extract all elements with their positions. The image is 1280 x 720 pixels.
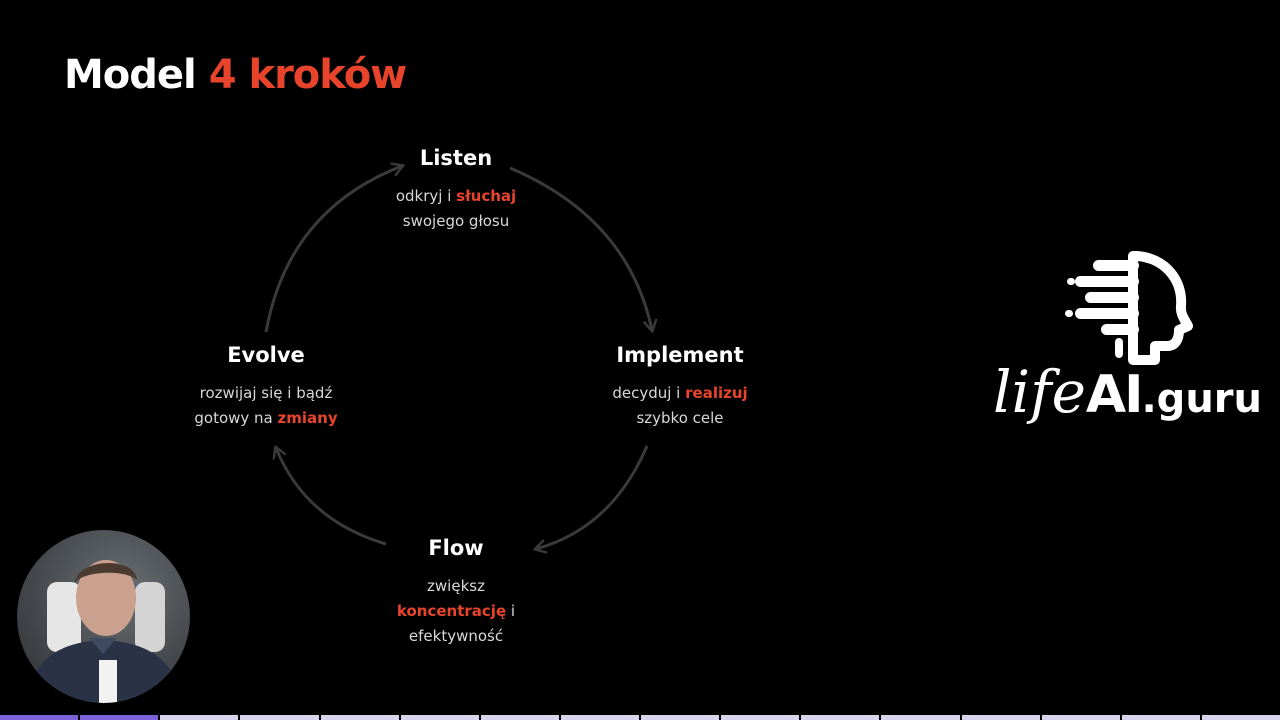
node-implement: Implement decyduj i realizuj szybko cele	[560, 343, 800, 431]
desc-text: swojego głosu	[402, 212, 510, 230]
node-flow-title: Flow	[428, 536, 484, 560]
progress-segment	[240, 715, 319, 720]
progress-segment	[961, 715, 1040, 720]
node-listen-desc: odkryj i słuchaj swojego głosu	[336, 184, 576, 234]
slide-title: Model 4 kroków	[64, 52, 408, 98]
lifeai-logo: lifeAI.guru	[985, 250, 1262, 475]
node-implement-desc: decyduj i realizuj szybko cele	[560, 381, 800, 431]
progress-segment	[400, 715, 479, 720]
progress-segment	[80, 715, 159, 720]
progress-segment	[160, 715, 239, 720]
desc-highlight: zmiany	[277, 409, 338, 427]
progress-segment	[1121, 715, 1200, 720]
node-evolve: Evolve rozwijaj się i bądź gotowy na zmi…	[146, 343, 386, 431]
desc-highlight: realizuj	[685, 384, 748, 402]
progress-segment	[480, 715, 559, 720]
progress-segment	[1201, 715, 1280, 720]
progress-segment	[1041, 715, 1120, 720]
logo-wordmark: lifeAI.guru	[993, 358, 1262, 426]
node-implement-title: Implement	[616, 343, 744, 367]
arrow-implement-to-flow	[533, 445, 649, 554]
desc-text: gotowy na	[194, 409, 278, 427]
node-listen-title: Listen	[419, 146, 493, 170]
arrow-flow-to-evolve	[272, 445, 387, 546]
progress-segment	[801, 715, 880, 720]
desc-text: zwiększ	[427, 577, 485, 595]
presenter-webcam	[17, 530, 190, 703]
desc-highlight: koncentrację	[396, 602, 507, 620]
node-evolve-title: Evolve	[227, 343, 305, 367]
node-listen: Listen odkryj i słuchaj swojego głosu	[336, 146, 576, 234]
presenter-video	[27, 560, 181, 703]
node-evolve-desc: rozwijaj się i bądź gotowy na zmiany	[146, 381, 386, 431]
progress-segment	[0, 715, 79, 720]
logo-ai: AI	[1085, 365, 1144, 425]
logo-guru: .guru	[1141, 376, 1262, 422]
node-flow: Flow zwiększ koncentrację i efektywność	[336, 536, 576, 649]
arrow-evolve-to-listen	[264, 162, 405, 333]
desc-text: efektywność	[408, 627, 504, 645]
logo-life: life	[993, 358, 1086, 426]
progress-segment	[560, 715, 639, 720]
desc-text: i	[506, 602, 516, 620]
title-prefix: Model	[64, 52, 197, 98]
desc-text: odkryj i	[395, 187, 457, 205]
node-flow-desc: zwiększ koncentrację i efektywność	[336, 574, 576, 649]
desc-highlight: słuchaj	[456, 187, 517, 205]
desc-text: rozwijaj się i bądź	[199, 384, 333, 402]
head-icon	[1065, 251, 1193, 365]
progress-segment	[320, 715, 399, 720]
desc-text: decyduj i	[612, 384, 686, 402]
progress-segment	[641, 715, 720, 720]
title-accent: 4 kroków	[208, 52, 408, 98]
desc-text: szybko cele	[636, 409, 724, 427]
progress-segment	[721, 715, 800, 720]
arrow-listen-to-implement	[509, 166, 658, 333]
slide-progress-bar	[0, 715, 1280, 720]
progress-segment	[881, 715, 960, 720]
